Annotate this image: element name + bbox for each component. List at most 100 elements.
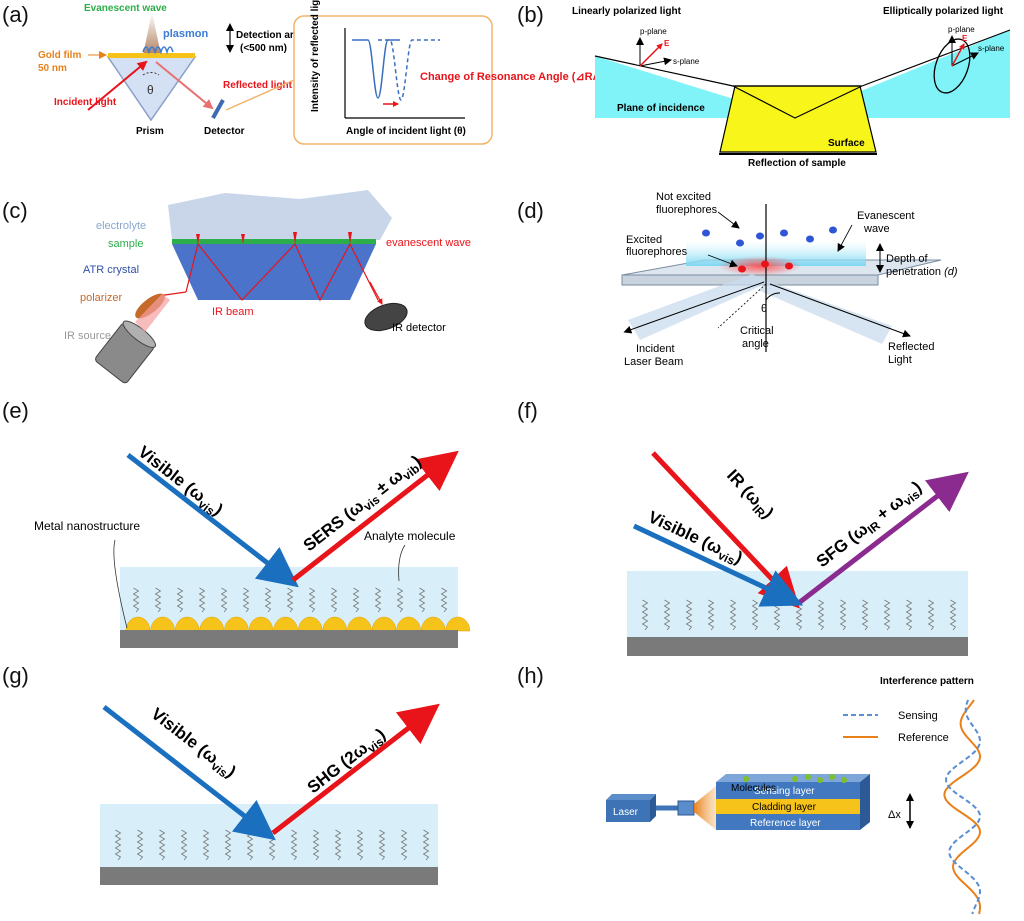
laser-top bbox=[606, 794, 656, 800]
visible-beam-g bbox=[102, 705, 276, 841]
reflected-axis bbox=[769, 283, 911, 338]
sensing-layer-box bbox=[716, 782, 860, 799]
inset-x-label: Angle of incident light (θ) bbox=[346, 126, 466, 137]
reflected-beam bbox=[758, 282, 892, 344]
substrate-f bbox=[627, 637, 968, 656]
analyte-molecule bbox=[312, 829, 320, 861]
electrolyte-label: electrolyte bbox=[96, 220, 146, 232]
analyte-springs bbox=[641, 599, 957, 631]
panel-h-label: (h) bbox=[517, 663, 544, 688]
analyte-molecule bbox=[352, 587, 360, 613]
spike-4 bbox=[241, 234, 245, 244]
cladding-layer-label: Cladding layer bbox=[752, 802, 817, 813]
s-plane-vector bbox=[639, 57, 672, 67]
excited-pointer bbox=[707, 254, 738, 268]
analyte-molecule bbox=[114, 829, 122, 861]
evanescent-cone bbox=[143, 12, 161, 55]
sfg-beam bbox=[798, 471, 969, 604]
linear-label: Linearly polarized light bbox=[572, 6, 682, 17]
fluorophore-blue bbox=[736, 239, 744, 247]
reference-layer-box bbox=[716, 814, 860, 830]
curve-dashed bbox=[378, 39, 440, 101]
analyte-molecule bbox=[180, 829, 188, 861]
inset-connector bbox=[225, 79, 295, 111]
polarizer-label: polarizer bbox=[80, 292, 123, 304]
s-plane-label-right: s-plane bbox=[978, 44, 1005, 53]
analyte-molecule bbox=[839, 599, 847, 631]
ir-detector-label: IR detector bbox=[392, 322, 446, 334]
surface-label: Surface bbox=[828, 138, 865, 149]
panel-f: (f) IR (ωIR) Visible (ωvis) SFG (ωIR + ω… bbox=[517, 398, 969, 656]
panel-c-label: (c) bbox=[2, 198, 28, 223]
delta-label: Δx bbox=[888, 809, 901, 821]
theta-arc bbox=[765, 292, 781, 301]
plasmon-label: plasmon bbox=[163, 28, 209, 40]
analyte-molecule bbox=[264, 587, 272, 613]
polarization-ellipse bbox=[933, 38, 971, 94]
incident-axis bbox=[623, 281, 765, 334]
fluorophore-red bbox=[761, 260, 769, 268]
panel-g: (g) Visible (ωvis) SHG (2ωvis) bbox=[2, 663, 440, 885]
analyte-molecule bbox=[905, 599, 913, 631]
visible-label-e: Visible (ωvis) bbox=[133, 442, 227, 522]
analyte-molecule bbox=[136, 829, 144, 861]
analyte-molecule bbox=[729, 599, 737, 631]
waveguide-side bbox=[860, 774, 870, 830]
atr-label: ATR crystal bbox=[83, 264, 139, 276]
analyte-molecule bbox=[440, 587, 448, 613]
analyte-molecule bbox=[685, 599, 693, 631]
panel-c: (c) electrolyte sample ATR crystal polar… bbox=[2, 190, 471, 384]
gold-film-layer bbox=[108, 53, 195, 58]
analyte-molecule bbox=[378, 829, 386, 861]
s-plane-vector-right bbox=[951, 52, 979, 67]
plasmon-wave bbox=[142, 46, 174, 55]
analyte-molecule bbox=[641, 599, 649, 631]
evanescent-pointer bbox=[837, 224, 853, 252]
fluorophore-blue bbox=[756, 232, 764, 240]
incident-light-label: Incident light bbox=[54, 97, 117, 108]
gold-nanostructures bbox=[125, 616, 471, 632]
panel-g-label: (g) bbox=[2, 663, 29, 688]
plane-incidence-label: Plane of incidence bbox=[617, 103, 705, 114]
visible-label-g: Visible (ωvis) bbox=[146, 704, 240, 784]
analyte-molecule bbox=[154, 587, 162, 613]
detection-area-label: Detection area bbox=[236, 30, 305, 41]
analyte-molecule bbox=[176, 587, 184, 613]
fluorophore-red bbox=[785, 262, 793, 270]
analyte-molecule bbox=[422, 829, 430, 861]
analyte-molecule bbox=[202, 829, 210, 861]
reference-legend-text: Reference bbox=[898, 732, 949, 744]
analyte-springs bbox=[114, 829, 430, 861]
reflected-ray bbox=[155, 61, 214, 110]
gold-thickness-label: 50 nm bbox=[38, 63, 67, 74]
analyte-molecule bbox=[400, 829, 408, 861]
analyte-molecule bbox=[334, 829, 342, 861]
fluorophore-blue bbox=[702, 229, 710, 237]
analyte-pointer bbox=[398, 544, 406, 582]
reflection-path bbox=[732, 85, 863, 119]
incident-ray bbox=[87, 60, 148, 111]
reflection-label: Reflection of sample bbox=[748, 158, 846, 169]
analyte-springs bbox=[132, 587, 448, 613]
e-vector-elliptical bbox=[951, 43, 965, 67]
analyte-molecule bbox=[883, 599, 891, 631]
molecule-dots bbox=[743, 774, 847, 783]
analyte-molecule bbox=[927, 599, 935, 631]
slab-f bbox=[627, 571, 968, 637]
panel-d-label: (d) bbox=[517, 198, 544, 223]
metal-label: Metal nanostructure bbox=[34, 519, 140, 533]
angle-arc bbox=[142, 71, 160, 76]
visible-beam-f bbox=[632, 523, 804, 607]
cladding-layer-box bbox=[716, 799, 860, 814]
analyte-molecule bbox=[396, 587, 404, 613]
fluorophore-blue bbox=[829, 226, 837, 234]
analyte-molecule bbox=[330, 587, 338, 613]
interference-title: Interference pattern bbox=[880, 676, 974, 687]
analyte-molecule bbox=[220, 587, 228, 613]
panel-a-label: (a) bbox=[2, 2, 29, 27]
